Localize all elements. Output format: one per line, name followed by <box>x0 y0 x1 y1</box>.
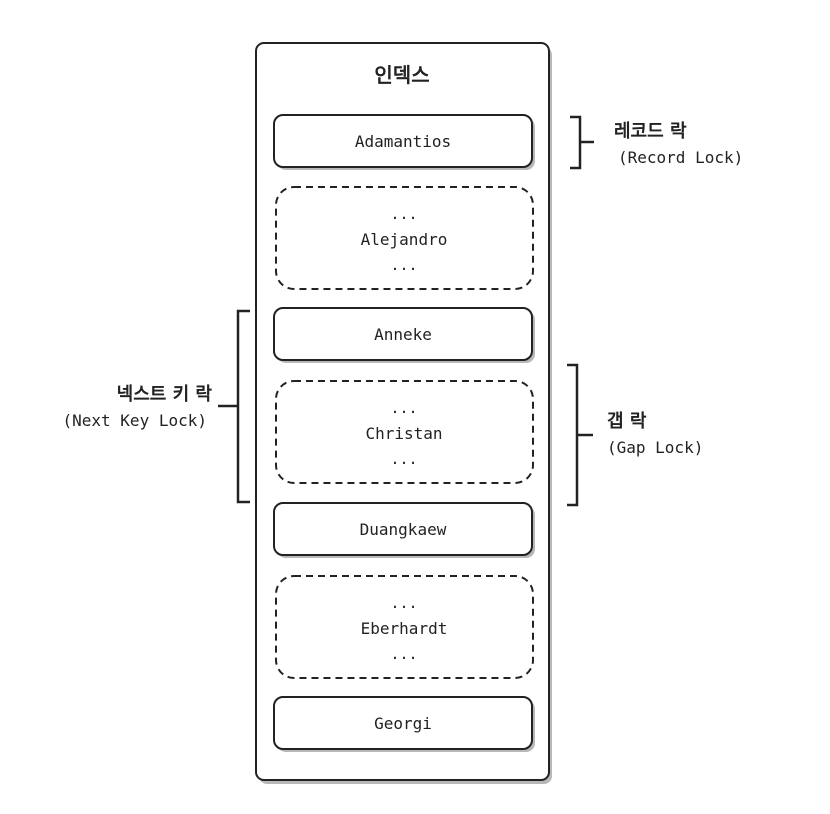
index-title: 인덱스 <box>374 63 429 87</box>
gap-label: Alejandro <box>361 230 448 249</box>
record-label: Duangkaew <box>360 520 447 539</box>
index-container <box>255 42 550 781</box>
next-key-lock-korean: 넥스트 키 락 <box>117 384 213 405</box>
record-lock-korean: 레코드 락 <box>614 121 687 142</box>
record-lock-bracket <box>570 115 594 170</box>
gap-lock-bracket <box>567 363 593 507</box>
record-label: Anneke <box>374 325 432 344</box>
gap-ellipsis-top: ... <box>390 205 417 223</box>
gap-ellipsis-top: ... <box>390 594 417 612</box>
gap-box-alejandro: ... Alejandro ... <box>275 186 534 290</box>
gap-box-christan: ... Christan ... <box>275 380 534 484</box>
record-box-duangkaew: Duangkaew <box>273 502 535 558</box>
record-box-georgi: Georgi <box>273 696 535 752</box>
record-label: Georgi <box>374 714 432 733</box>
gap-box-eberhardt: ... Eberhardt ... <box>275 575 534 679</box>
record-lock-english: (Record Lock) <box>618 148 743 167</box>
gap-label: Christan <box>365 424 442 443</box>
gap-ellipsis-top: ... <box>390 399 417 417</box>
gap-ellipsis-bottom: ... <box>390 645 417 663</box>
record-box-adamantios: Adamantios <box>273 114 535 170</box>
gap-label: Eberhardt <box>361 619 448 638</box>
gap-lock-korean: 갭 락 <box>607 411 647 432</box>
gap-lock-english: (Gap Lock) <box>607 438 703 457</box>
gap-ellipsis-bottom: ... <box>390 450 417 468</box>
record-box-anneke: Anneke <box>273 307 535 363</box>
record-label: Adamantios <box>355 132 451 151</box>
next-key-lock-bracket <box>218 309 250 504</box>
gap-ellipsis-bottom: ... <box>390 256 417 274</box>
next-key-lock-english: (Next Key Lock) <box>63 411 208 430</box>
